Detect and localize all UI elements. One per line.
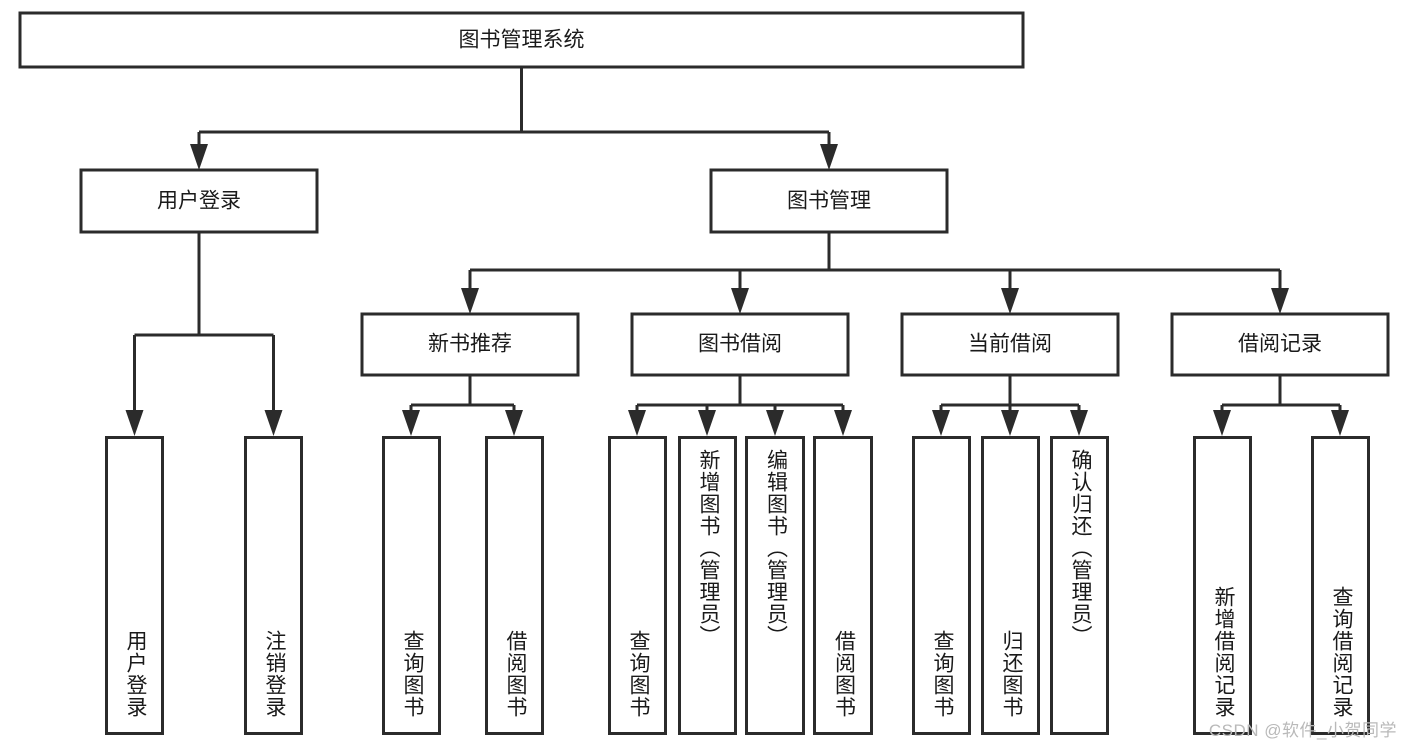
node-leaf-query-book-3-label: 查询图书 bbox=[930, 630, 954, 718]
node-leaf-query-book-2-label: 查询图书 bbox=[626, 630, 650, 718]
node-leaf-query-record[interactable]: 查询借阅记录 bbox=[1311, 436, 1370, 735]
node-borrow-record[interactable]: 借阅记录 bbox=[1170, 312, 1390, 377]
node-root-label: 图书管理系统 bbox=[459, 29, 585, 52]
node-leaf-add-book-label: 新增图书（管理员） bbox=[696, 449, 720, 647]
node-leaf-query-book-3[interactable]: 查询图书 bbox=[912, 436, 971, 735]
node-leaf-logout-label: 注销登录 bbox=[262, 630, 286, 718]
connector-root-to-level1 bbox=[190, 67, 838, 170]
node-leaf-confirm-return-label: 确认归还（管理员） bbox=[1068, 449, 1092, 647]
node-book-borrow[interactable]: 图书借阅 bbox=[630, 312, 850, 377]
node-leaf-logout[interactable]: 注销登录 bbox=[244, 436, 303, 735]
node-book-borrow-label: 图书借阅 bbox=[698, 333, 782, 356]
node-leaf-borrow-book-2[interactable]: 借阅图书 bbox=[813, 436, 873, 735]
node-leaf-query-record-label: 查询借阅记录 bbox=[1329, 586, 1353, 718]
node-leaf-user-login[interactable]: 用户登录 bbox=[105, 436, 164, 735]
node-leaf-return-book[interactable]: 归还图书 bbox=[981, 436, 1040, 735]
node-root[interactable]: 图书管理系统 bbox=[18, 11, 1025, 69]
connector-bookborrow-to-leaves bbox=[628, 375, 852, 436]
node-current-borrow-label: 当前借阅 bbox=[968, 333, 1052, 356]
node-leaf-return-book-label: 归还图书 bbox=[999, 630, 1023, 718]
node-book-manage-label: 图书管理 bbox=[787, 190, 871, 213]
node-leaf-add-record-label: 新增借阅记录 bbox=[1211, 586, 1235, 718]
connector-userlogin-to-leaves bbox=[125, 232, 283, 436]
node-leaf-borrow-book-1-label: 借阅图书 bbox=[503, 630, 527, 718]
node-current-borrow[interactable]: 当前借阅 bbox=[900, 312, 1120, 377]
node-leaf-query-book-1[interactable]: 查询图书 bbox=[382, 436, 441, 735]
node-leaf-edit-book-label: 编辑图书（管理员） bbox=[764, 449, 788, 647]
node-leaf-add-book[interactable]: 新增图书（管理员） bbox=[678, 436, 737, 735]
node-borrow-record-label: 借阅记录 bbox=[1238, 333, 1322, 356]
node-leaf-add-record[interactable]: 新增借阅记录 bbox=[1193, 436, 1252, 735]
node-leaf-borrow-book-2-label: 借阅图书 bbox=[832, 630, 856, 718]
node-user-login-label: 用户登录 bbox=[157, 190, 241, 213]
node-leaf-confirm-return[interactable]: 确认归还（管理员） bbox=[1050, 436, 1109, 735]
node-new-book-rec-label: 新书推荐 bbox=[428, 333, 512, 356]
node-book-manage[interactable]: 图书管理 bbox=[709, 168, 949, 234]
connector-newbook-to-leaves bbox=[402, 375, 523, 436]
node-leaf-borrow-book-1[interactable]: 借阅图书 bbox=[485, 436, 544, 735]
node-user-login[interactable]: 用户登录 bbox=[79, 168, 319, 234]
node-leaf-edit-book[interactable]: 编辑图书（管理员） bbox=[745, 436, 805, 735]
node-leaf-query-book-1-label: 查询图书 bbox=[400, 630, 424, 718]
connector-borrowrecord-to-leaves bbox=[1213, 375, 1349, 436]
node-new-book-rec[interactable]: 新书推荐 bbox=[360, 312, 580, 377]
connector-currentborrow-to-leaves bbox=[932, 375, 1088, 436]
connector-bookmanage-to-level2 bbox=[461, 232, 1289, 314]
node-leaf-user-login-label: 用户登录 bbox=[123, 630, 147, 718]
node-leaf-query-book-2[interactable]: 查询图书 bbox=[608, 436, 667, 735]
